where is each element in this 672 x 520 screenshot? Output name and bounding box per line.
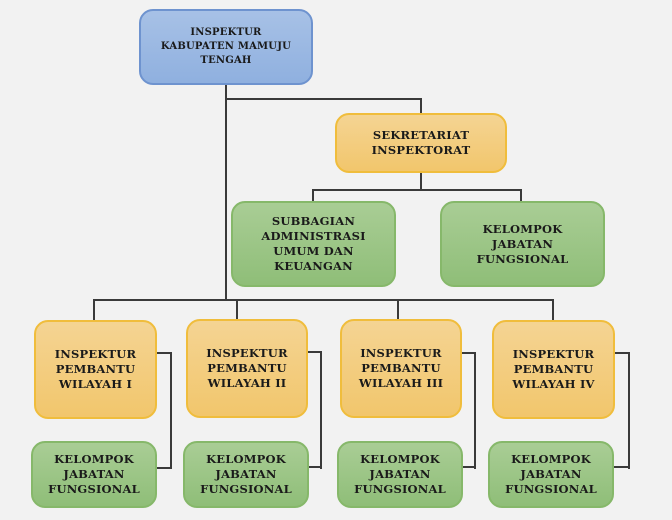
node-wilayah-2: INSPEKTUR PEMBANTU WILAYAH II [186, 319, 308, 418]
connector-assistants-h [93, 299, 554, 301]
connector-w2-v [236, 299, 238, 320]
connector-root-trunk [225, 84, 227, 301]
node-kjf-wilayah-2: KELOMPOK JABATAN FUNGSIONAL [183, 441, 309, 508]
node-inspektur-kabupaten: INSPEKTUR KABUPATEN MAMUJU TENGAH [139, 9, 313, 85]
node-kjf-wilayah-1: KELOMPOK JABATAN FUNGSIONAL [31, 441, 157, 508]
connector-to-secretariat-h [225, 98, 422, 100]
node-wilayah-3: INSPEKTUR PEMBANTU WILAYAH III [340, 319, 462, 418]
connector-subbag-v [312, 189, 314, 202]
bracket-w3-bot [462, 466, 476, 468]
connector-w1-v [93, 299, 95, 320]
bracket-w2-top [307, 351, 322, 353]
node-kjf-wilayah-4: KELOMPOK JABATAN FUNGSIONAL [488, 441, 614, 508]
bracket-w4-top [614, 352, 630, 354]
bracket-w1-top [156, 352, 172, 354]
connector-w4-v [552, 299, 554, 320]
connector-w3-v [397, 299, 399, 320]
node-sekretariat: SEKRETARIAT INSPEKTORAT [335, 113, 507, 173]
bracket-w2-v [320, 351, 322, 469]
connector-kjf-v [520, 189, 522, 202]
node-subbagian-administrasi: SUBBAGIAN ADMINISTRASI UMUM DAN KEUANGAN [231, 201, 396, 287]
connector-secretariat-down [420, 172, 422, 190]
bracket-w4-bot [613, 466, 630, 468]
node-kjf-wilayah-3: KELOMPOK JABATAN FUNGSIONAL [337, 441, 463, 508]
connector-secretariat-h [312, 189, 522, 191]
connector-to-secretariat-v [420, 98, 422, 113]
bracket-w2-bot [308, 466, 322, 468]
bracket-w1-v [170, 352, 172, 469]
bracket-w1-bot [156, 467, 172, 469]
node-kelompok-jabatan-sekretariat: KELOMPOK JABATAN FUNGSIONAL [440, 201, 605, 287]
node-wilayah-4: INSPEKTUR PEMBANTU WILAYAH IV [492, 320, 615, 419]
bracket-w3-top [461, 352, 476, 354]
bracket-w4-v [628, 352, 630, 469]
node-wilayah-1: INSPEKTUR PEMBANTU WILAYAH I [34, 320, 157, 419]
bracket-w3-v [474, 352, 476, 469]
